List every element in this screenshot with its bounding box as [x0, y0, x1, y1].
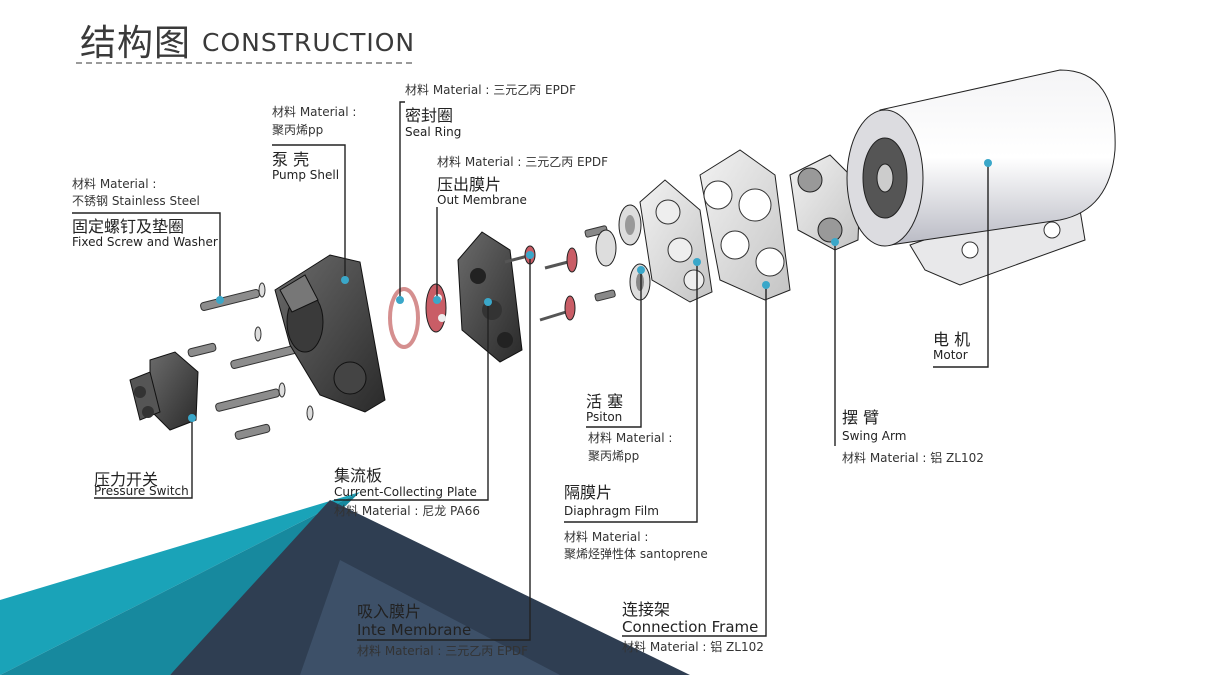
collecting-plate-name-en: Current-Collecting Plate — [334, 485, 477, 499]
connection-frame-part — [699, 149, 791, 301]
dot-connection-frame — [762, 281, 770, 289]
pressure-switch-name-cn: 压力开关 — [94, 470, 159, 489]
seal-ring-name-cn: 密封圈 — [405, 106, 454, 125]
diaphragm-material-label: 材料 Material : — [564, 530, 649, 544]
leader-motor — [933, 163, 989, 368]
seal-ring-material: 材料 Material : 三元乙丙 EPDF — [405, 83, 577, 97]
collecting-plate-material: 材料 Material : 尼龙 PA66 — [334, 504, 480, 518]
piston-material-value: 聚丙烯pp — [588, 449, 640, 463]
collecting-plate-name-cn: 集流板 — [334, 466, 383, 485]
inte-membrane-material: 材料 Material : 三元乙丙 EPDF — [357, 644, 529, 658]
leader-pump-shell — [272, 144, 346, 280]
pump-shell-name-cn: 泵 壳 — [272, 150, 310, 169]
leader-diaphragm — [564, 262, 698, 523]
out-membrane-material: 材料 Material : 三元乙丙 EPDF — [437, 155, 609, 169]
fixed-screw-name-en: Fixed Screw and Washer — [72, 235, 218, 249]
connection-frame-name-en: Connection Frame — [622, 618, 759, 636]
dot-collecting-plate — [484, 298, 492, 306]
pressure-switch-name-en: Pressure Switch — [94, 484, 189, 498]
pump-shell-part — [274, 254, 386, 413]
motor-name-en: Motor — [933, 348, 968, 362]
out-membrane-name-en: Out Membrane — [437, 193, 527, 207]
swing-arm-name-cn: 摆 臂 — [842, 408, 880, 427]
dot-pump-shell — [341, 276, 349, 284]
dot-fixed-screw — [216, 296, 224, 304]
leader-connection-frame — [622, 285, 767, 637]
swing-arm-name-en: Swing Arm — [842, 429, 907, 443]
dot-piston — [637, 266, 645, 274]
dot-swing-arm — [831, 238, 839, 246]
connection-frame-material: 材料 Material : 铝 ZL102 — [622, 640, 764, 654]
dot-pressure-switch — [188, 414, 196, 422]
fixed-screw-material-label: 材料 Material : — [72, 177, 157, 191]
leader-fixed-screw — [72, 212, 221, 300]
screws — [187, 282, 314, 440]
leader-inte-membrane — [357, 255, 531, 641]
dot-inte-membrane — [526, 251, 534, 259]
inte-membrane-name-en: Inte Membrane — [357, 621, 472, 639]
diaphragm-material-value: 聚烯烃弹性体 santoprene — [564, 547, 708, 561]
swing-arm-material: 材料 Material : 铝 ZL102 — [842, 451, 984, 465]
diaphragm-name-cn: 隔膜片 — [564, 483, 613, 502]
page-title-en: CONSTRUCTION — [202, 28, 416, 57]
leader-seal-ring — [399, 101, 405, 300]
dot-seal-ring — [396, 296, 404, 304]
title-divider — [76, 62, 412, 64]
leader-collecting-plate — [334, 302, 489, 501]
piston-name-cn: 活 塞 — [586, 392, 624, 411]
pressure-switch-part — [129, 351, 199, 431]
seal-ring-part — [388, 287, 420, 349]
swing-arm-part — [789, 154, 861, 251]
piston-name-en: Psiton — [586, 410, 623, 424]
inte-membrane-name-cn: 吸入膜片 — [357, 602, 422, 621]
dot-out-membrane — [433, 296, 441, 304]
leader-pressure-switch — [94, 418, 193, 499]
fixed-screw-name-cn: 固定螺钉及垫圈 — [72, 217, 185, 236]
piston-material-label: 材料 Material : — [588, 431, 673, 445]
small-bolts — [584, 225, 616, 302]
out-membrane-name-cn: 压出膜片 — [437, 175, 502, 194]
dark-triangle — [170, 500, 690, 675]
leader-piston — [586, 270, 642, 428]
teal-shadow-triangle — [0, 492, 360, 675]
pump-shell-name-en: Pump Shell — [272, 168, 340, 182]
diaphragm-part — [639, 179, 713, 303]
dot-motor — [984, 159, 992, 167]
pump-shell-material-value: 聚丙烯pp — [272, 123, 324, 137]
diaphragm-name-en: Diaphragm Film — [564, 504, 659, 518]
piston-part — [595, 204, 651, 301]
motor-name-cn: 电 机 — [933, 330, 971, 349]
fixed-screw-material-value: 不锈钢 Stainless Steel — [72, 194, 200, 208]
dark-shade-triangle — [300, 560, 560, 675]
page-title-cn: 结构图 — [80, 23, 192, 64]
dot-diaphragm — [693, 258, 701, 266]
motor-part — [846, 69, 1116, 286]
connection-frame-name-cn: 连接架 — [622, 600, 671, 619]
seal-ring-name-en: Seal Ring — [405, 125, 462, 139]
pump-shell-material-label: 材料 Material : — [272, 105, 357, 119]
